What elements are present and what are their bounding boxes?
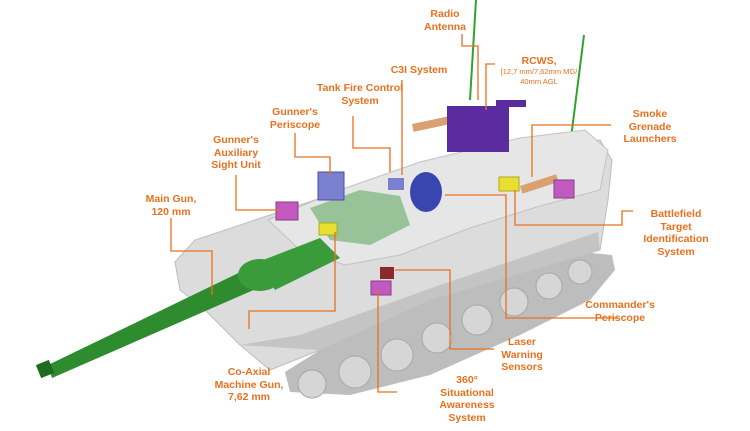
- label-360-situational-awareness: 360° Situational Awareness System: [439, 374, 495, 424]
- label-main-gun: Main Gun, 120 mm: [145, 193, 197, 218]
- commanders-periscope-unit: [410, 172, 442, 212]
- smoke-grenade-launcher-unit: [498, 176, 520, 192]
- rcws-title: RCWS,: [521, 54, 557, 67]
- rcws-turret: [447, 106, 509, 152]
- hull-side-panel: [240, 232, 600, 350]
- label-c3i-system: C3I System: [390, 64, 448, 76]
- c3i-system-unit: [388, 178, 404, 190]
- laser-warning-sensor-unit: [318, 222, 338, 236]
- label-gunners-auxiliary-sight: Gunner's Auxiliary Sight Unit: [211, 134, 261, 171]
- label-tank-fire-control: Tank Fire Control System: [316, 82, 404, 107]
- label-radio-antenna: Radio Antenna: [424, 8, 466, 33]
- rcws-barrel: [496, 100, 526, 107]
- label-rcws: RCWS, [12,7 mm/7,62mm MG/ 40mm AGL: [484, 42, 594, 99]
- situational-awareness-module: [370, 280, 392, 296]
- label-coaxial-machine-gun: Co-Axial Machine Gun, 7,62 mm: [214, 366, 284, 403]
- leader-lines: [170, 34, 633, 393]
- label-gunners-periscope: Gunner's Periscope: [269, 106, 321, 131]
- label-commanders-periscope: Commander's Periscope: [585, 299, 655, 324]
- rcws-detail: [12,7 mm/7,62mm MG/ 40mm AGL: [500, 67, 578, 86]
- situational-awareness-camera: [380, 267, 394, 279]
- label-smoke-grenade-launchers: Smoke Grenade Launchers: [623, 108, 677, 145]
- gunners-periscope-unit: [317, 171, 345, 201]
- label-battlefield-target-identification: Battlefield Target Identification System: [643, 208, 709, 258]
- battlefield-target-id-unit: [553, 179, 575, 199]
- radio-antenna-mast: [469, 0, 477, 101]
- main-gun: [35, 238, 340, 379]
- auxiliary-sight-unit: [275, 201, 299, 221]
- label-laser-warning-sensors: Laser Warning Sensors: [501, 336, 543, 373]
